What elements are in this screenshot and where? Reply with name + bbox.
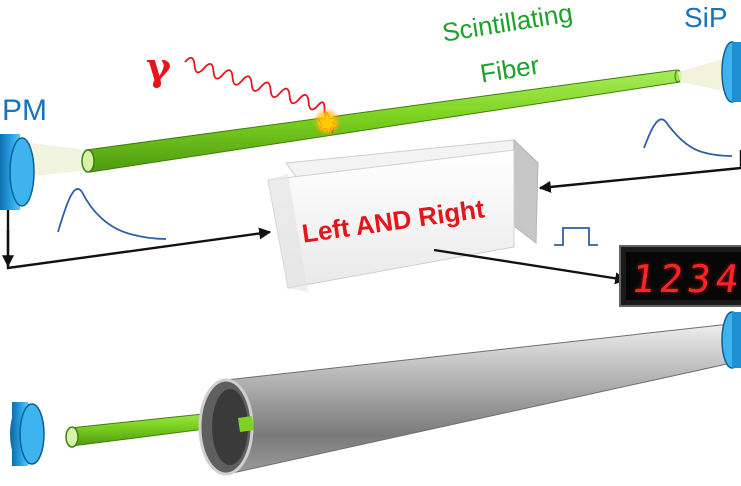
- gamma-symbol: γ: [146, 44, 172, 89]
- logic-to-counter-cable: [433, 248, 628, 285]
- flash-icon: [313, 108, 341, 136]
- gamma-wave: [184, 56, 335, 134]
- shielding-tube: [225, 319, 741, 475]
- left-detector-disc-icon: [0, 134, 35, 210]
- bottom-left-detector-disc-icon: [10, 402, 45, 466]
- fiber-left-end: [81, 149, 95, 173]
- logic-output-pulse: [554, 227, 598, 246]
- left-detector-label: PM: [2, 94, 47, 127]
- tube-inner-shadow: [212, 389, 248, 465]
- bottom-right-detector-disc-icon: [721, 311, 741, 369]
- counter-value: 1234: [628, 257, 741, 301]
- left-signal-pulse: [57, 188, 167, 240]
- right-signal-pulse: [643, 118, 733, 157]
- led-counter-icon: [619, 245, 741, 307]
- left-light-cone: [32, 143, 90, 176]
- right-signal-cable: [538, 150, 741, 193]
- right-detector-label: SiP: [684, 2, 728, 33]
- bottom-fiber-end: [65, 426, 79, 448]
- bottom-fiber-entry: [238, 416, 254, 432]
- right-light-cone: [678, 58, 728, 92]
- right-detector-disc-icon: [721, 41, 741, 103]
- left-signal-cable: [6, 210, 272, 270]
